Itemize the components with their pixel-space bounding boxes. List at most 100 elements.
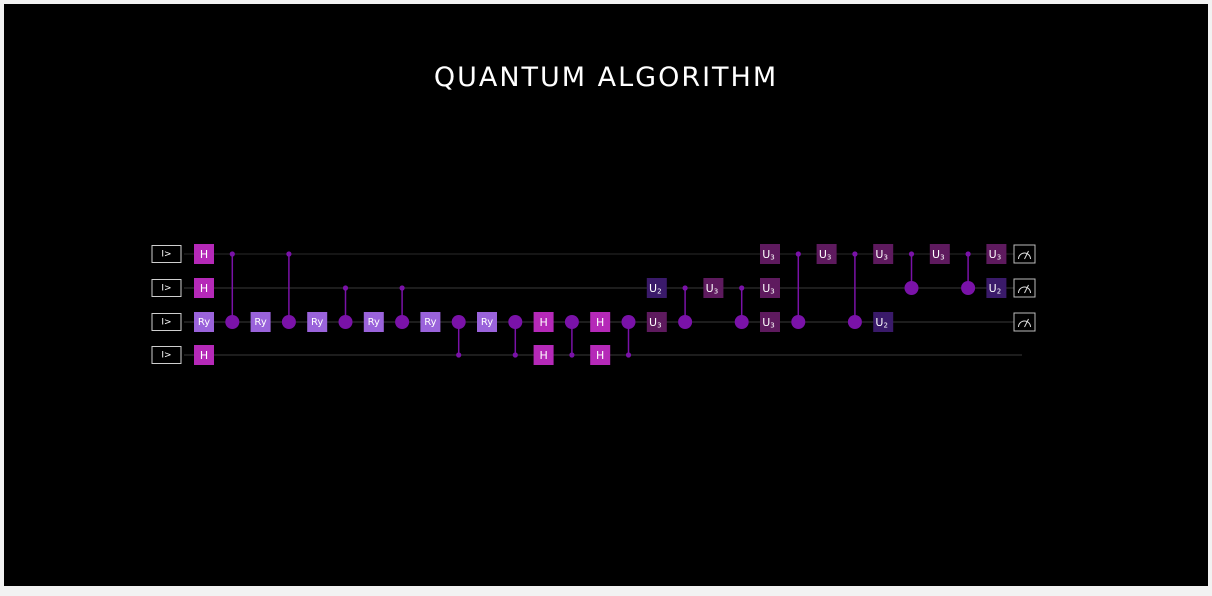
gate-ry: Ry (420, 312, 441, 332)
gate-label: H (200, 349, 208, 362)
gate-subscript: 3 (883, 254, 887, 262)
gate-label: Ry (198, 317, 210, 328)
meter-needle (1024, 318, 1029, 328)
gate-label: Ry (368, 317, 380, 328)
gate-label: Ry (311, 317, 323, 328)
gate-label: H (200, 248, 208, 261)
gate-box (250, 312, 271, 332)
gate-box (194, 244, 214, 264)
target-dot (961, 281, 976, 295)
control-dot (229, 251, 235, 257)
gate-box (477, 312, 497, 332)
meter-icon (1013, 278, 1036, 298)
gate-label: H (539, 316, 547, 329)
meter-arc (1018, 320, 1031, 328)
target-dot (564, 315, 579, 329)
gate-box (420, 312, 441, 332)
gate-ry: Ry (307, 312, 328, 332)
gate-box (760, 244, 780, 264)
gate-label: H (200, 282, 208, 295)
gate-u3: U3 (760, 278, 780, 298)
ket-zero-box-icon (151, 279, 182, 297)
gate-hadamard: H (533, 312, 554, 332)
gate-box (873, 244, 894, 264)
gate-box (816, 244, 837, 264)
gate-hadamard: H (590, 345, 611, 365)
gate-hadamard: H (194, 278, 214, 298)
control-dot (852, 251, 858, 257)
control-dot (625, 352, 632, 358)
gate-u2: U2 (646, 278, 667, 298)
controls (225, 251, 976, 358)
gate-subscript: 3 (827, 254, 831, 262)
qubit-input-label: I> (161, 351, 171, 361)
gate-box (194, 278, 214, 298)
control-dot (965, 251, 971, 257)
control-dot (739, 285, 745, 291)
qubit-input-2: I> (151, 313, 182, 331)
gate-subscript: 3 (770, 254, 774, 262)
qubit-input-label: I> (161, 250, 171, 260)
target-dot (847, 315, 862, 329)
gate-box (760, 278, 780, 298)
target-dot (338, 315, 353, 329)
control-dot (512, 352, 518, 358)
gate-label: Ry (424, 317, 436, 328)
gate-box (703, 278, 724, 298)
gate-ry: Ry (477, 312, 497, 332)
gate-label: H (596, 316, 604, 329)
target-dot (791, 315, 806, 329)
gate-u2: U2 (873, 312, 894, 332)
page-title: QUANTUM ALGORITHM (433, 62, 779, 93)
ket-zero-box-icon (151, 245, 182, 263)
gate-subscript: 3 (714, 288, 718, 296)
gate-u2: U2 (986, 278, 1007, 298)
gate-u3: U3 (760, 244, 780, 264)
target-dot (451, 315, 466, 329)
wires (184, 253, 1022, 356)
gate-ry: Ry (194, 312, 214, 332)
target-dot (508, 315, 523, 329)
gate-subscript: 3 (770, 322, 774, 330)
gate-label: H (539, 349, 547, 362)
gate-subscript: 2 (657, 288, 661, 296)
control-dot (286, 251, 292, 257)
target-dot (904, 281, 919, 295)
target-dot (734, 315, 749, 329)
gate-box (646, 278, 667, 298)
control-dot (399, 285, 405, 291)
gate-subscript: 3 (657, 322, 661, 330)
control-dot (682, 285, 688, 291)
gate-box (194, 312, 214, 332)
gate-box (363, 312, 384, 332)
gate-subscript: 2 (883, 322, 887, 330)
gate-hadamard: H (590, 312, 611, 332)
gate-box (533, 312, 554, 332)
meter-needle (1024, 284, 1029, 294)
gate-u3: U3 (703, 278, 724, 298)
meter-icon (1013, 244, 1036, 264)
gate-u3: U3 (873, 244, 894, 264)
gate-box (986, 278, 1007, 298)
gate-hadamard: H (194, 345, 214, 365)
target-dot (225, 315, 240, 329)
meter-box (1013, 278, 1036, 298)
gate-box (533, 345, 554, 365)
qubit-input-label: I> (161, 318, 171, 328)
meter-box (1013, 244, 1036, 264)
gate-hadamard: H (194, 244, 214, 264)
gate-box (929, 244, 950, 264)
meter-box (1013, 312, 1036, 332)
gate-box (873, 312, 894, 332)
target-dot (395, 315, 410, 329)
meter-arc (1018, 286, 1031, 294)
gate-box (307, 312, 328, 332)
control-dot (908, 251, 915, 257)
gate-label: Ry (254, 317, 266, 328)
meter-arc (1018, 252, 1031, 260)
meter-needle (1024, 250, 1029, 260)
gate-u3: U3 (816, 244, 837, 264)
meter-icon (1013, 312, 1036, 332)
qubit-input-1: I> (151, 279, 182, 297)
